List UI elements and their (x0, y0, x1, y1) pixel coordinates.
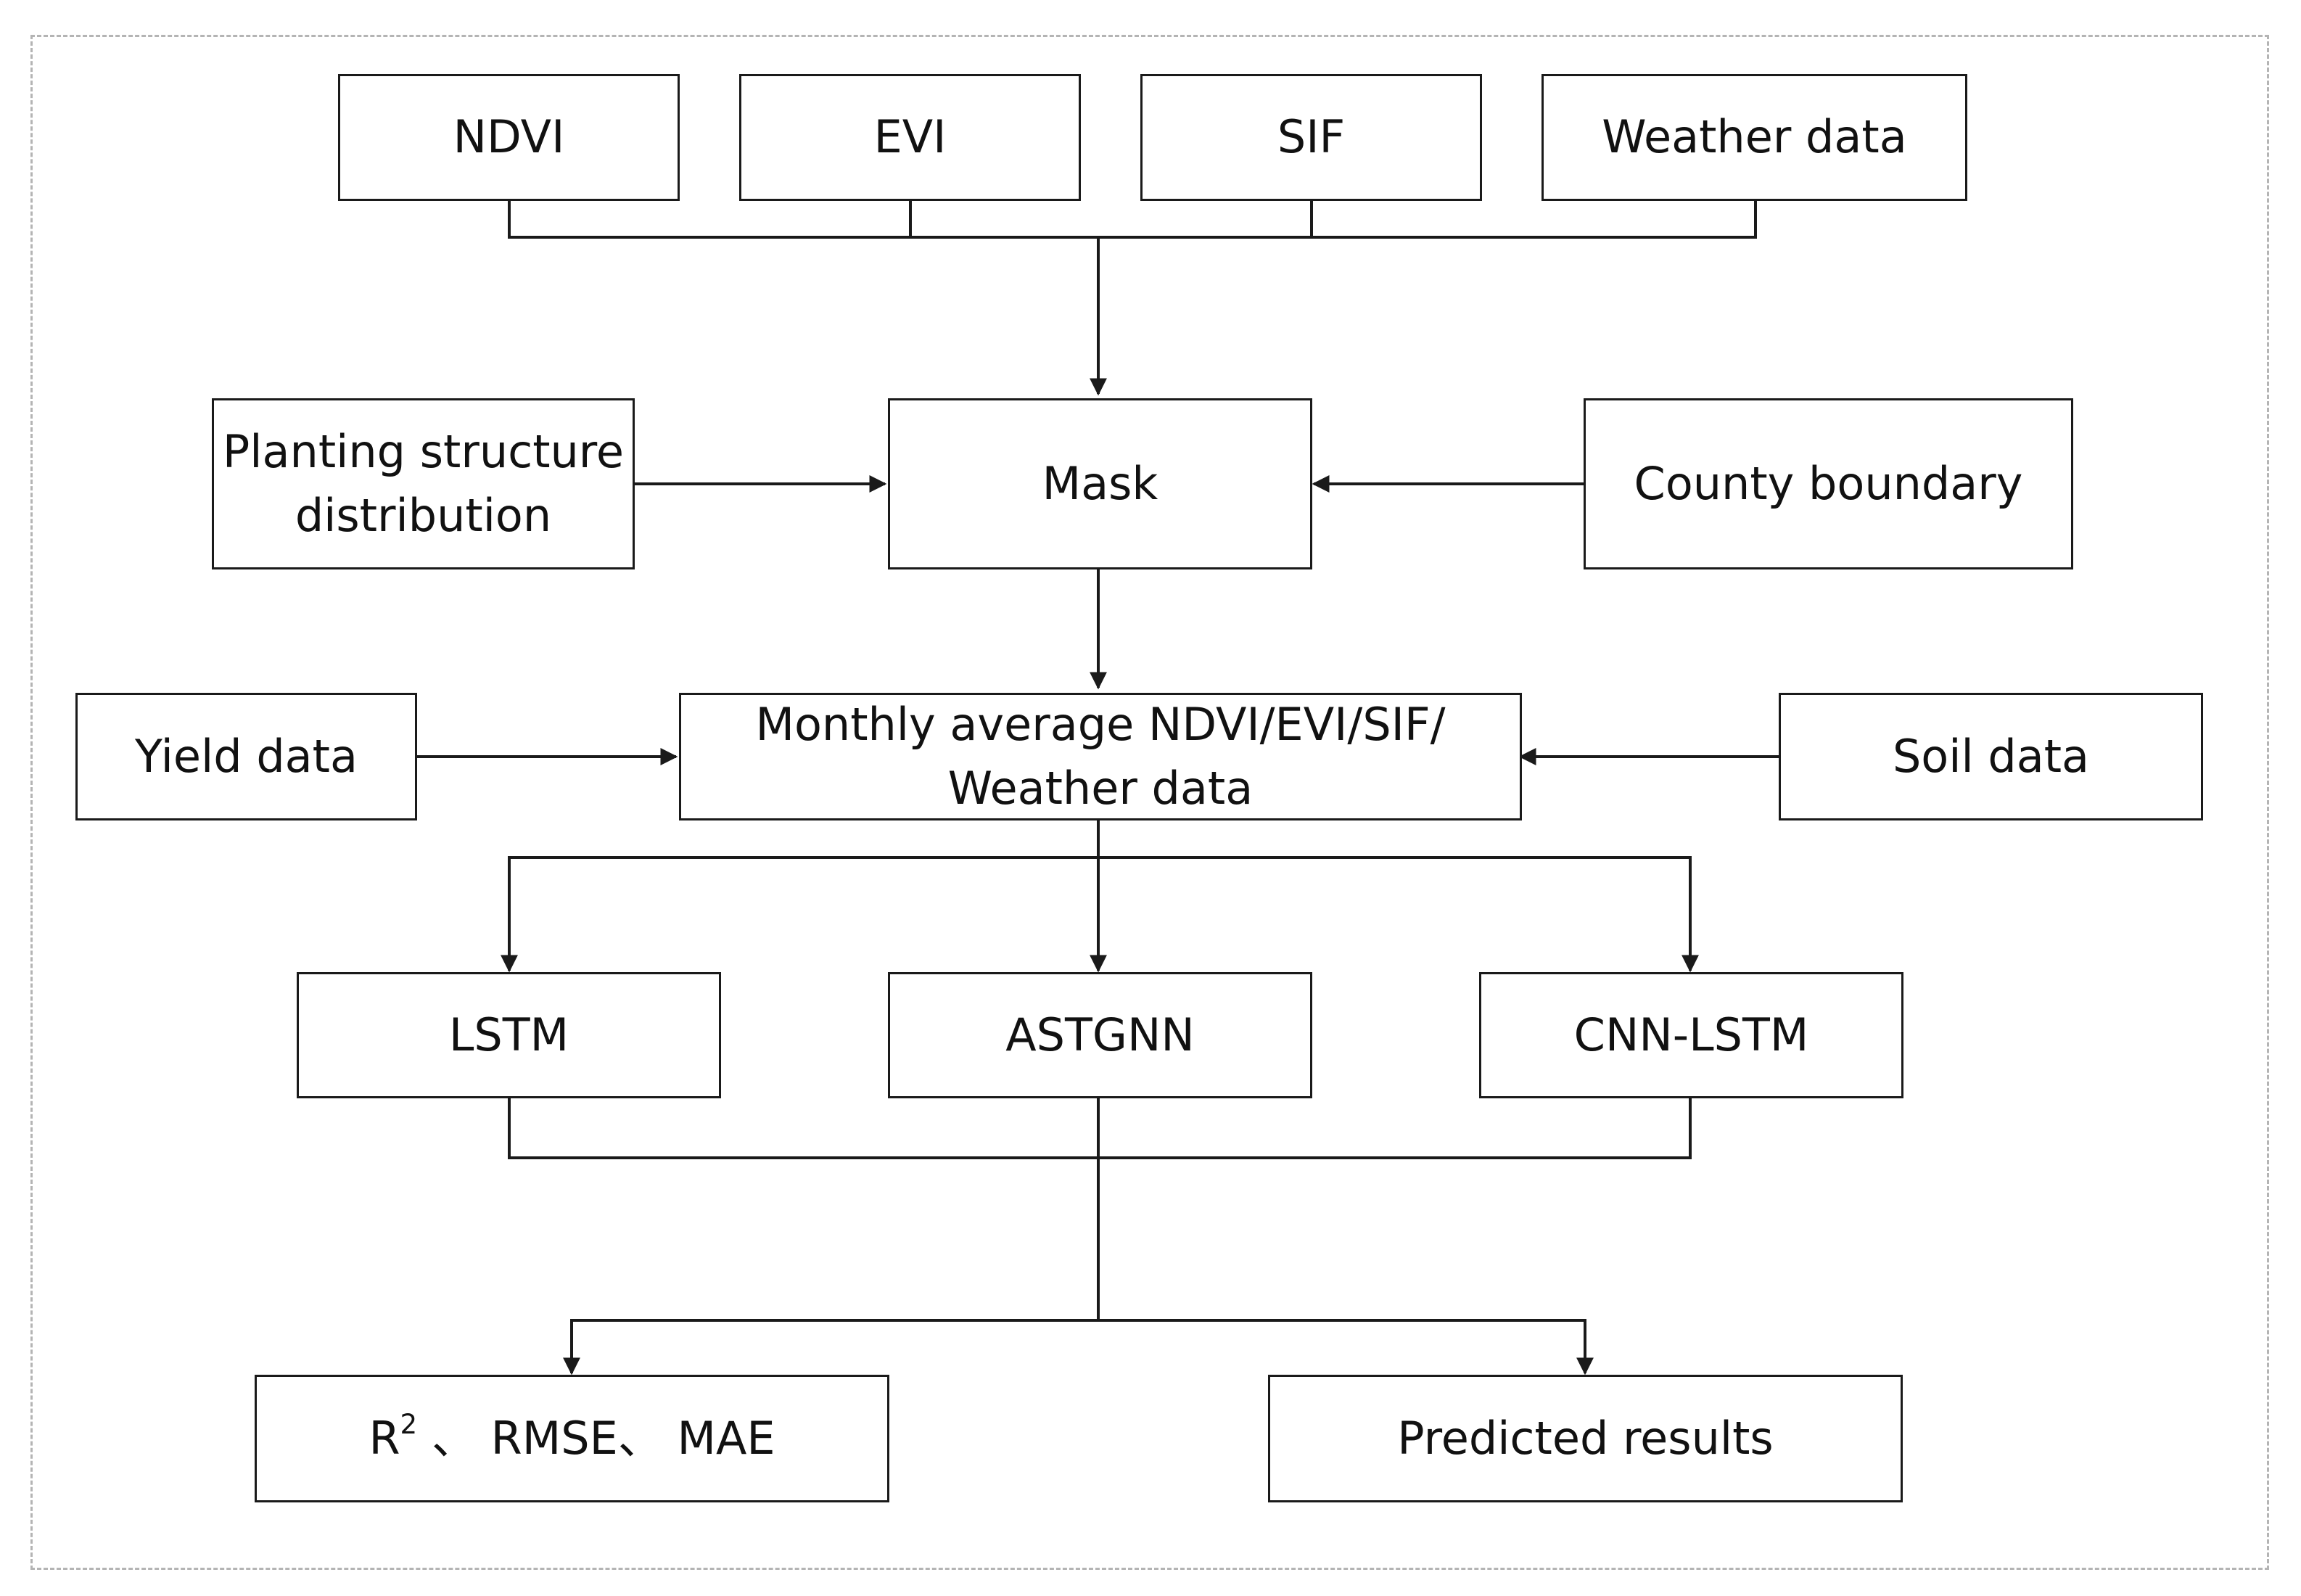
weather-data-box: Weather data (1541, 74, 1967, 201)
predicted-results-label: Predicted results (1397, 1411, 1774, 1465)
sif-label: SIF (1277, 110, 1346, 164)
planting-structure-label-line1: Planting structure (222, 424, 625, 478)
evi-box: EVI (739, 74, 1081, 201)
monthly-average-box: Monthly average NDVI/EVI/SIF/ Weather da… (679, 693, 1522, 820)
astgnn-box: ASTGNN (888, 972, 1312, 1098)
soil-data-box: Soil data (1779, 693, 2203, 820)
county-boundary-label: County boundary (1634, 456, 2023, 510)
yield-data-label: Yield data (135, 729, 358, 783)
metrics-superscript: 2 (400, 1408, 418, 1441)
soil-data-label: Soil data (1892, 729, 2090, 783)
monthly-average-label-line1: Monthly average NDVI/EVI/SIF/ (755, 697, 1446, 751)
metrics-rest: 、 RMSE、 MAE (417, 1411, 775, 1465)
merge-inputs-line (508, 201, 1757, 239)
cnn-lstm-box: CNN-LSTM (1479, 972, 1903, 1098)
ndvi-label: NDVI (453, 110, 565, 164)
predicted-results-box: Predicted results (1268, 1375, 1903, 1502)
county-boundary-box: County boundary (1584, 398, 2073, 569)
astgnn-label: ASTGNN (1005, 1008, 1195, 1061)
evi-label: EVI (873, 110, 947, 164)
mask-label: Mask (1042, 456, 1158, 510)
monthly-average-label-line2: Weather data (947, 762, 1254, 815)
metrics-label: R2 、 RMSE、 MAE (369, 1407, 775, 1470)
planting-structure-label-line2: distribution (295, 489, 552, 542)
yield-data-box: Yield data (75, 693, 417, 820)
planting-structure-box: Planting structure distribution (212, 398, 635, 569)
mask-box: Mask (888, 398, 1312, 569)
split-to-outputs-line (570, 1319, 1594, 1375)
lstm-label: LSTM (448, 1008, 569, 1061)
lstm-box: LSTM (297, 972, 721, 1098)
cnn-lstm-label: CNN-LSTM (1573, 1008, 1809, 1061)
diagram-frame (30, 35, 2269, 1570)
sif-box: SIF (1140, 74, 1482, 201)
metrics-box: R2 、 RMSE、 MAE (255, 1375, 889, 1502)
metrics-r: R (369, 1411, 400, 1465)
ndvi-box: NDVI (338, 74, 680, 201)
weather-data-label: Weather data (1602, 110, 1907, 164)
